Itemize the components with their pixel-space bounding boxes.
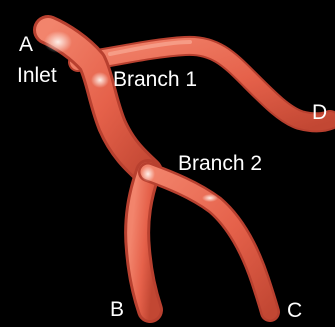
- label-d: D: [312, 102, 327, 123]
- label-branch-1: Branch 1: [113, 69, 197, 90]
- label-c: C: [287, 300, 302, 321]
- label-a: A: [19, 34, 33, 55]
- label-inlet: Inlet: [17, 65, 57, 86]
- label-branch-2: Branch 2: [178, 153, 262, 174]
- label-b: B: [110, 299, 124, 320]
- inlet-highlight: [44, 31, 72, 53]
- branch-point-highlight: [141, 166, 155, 182]
